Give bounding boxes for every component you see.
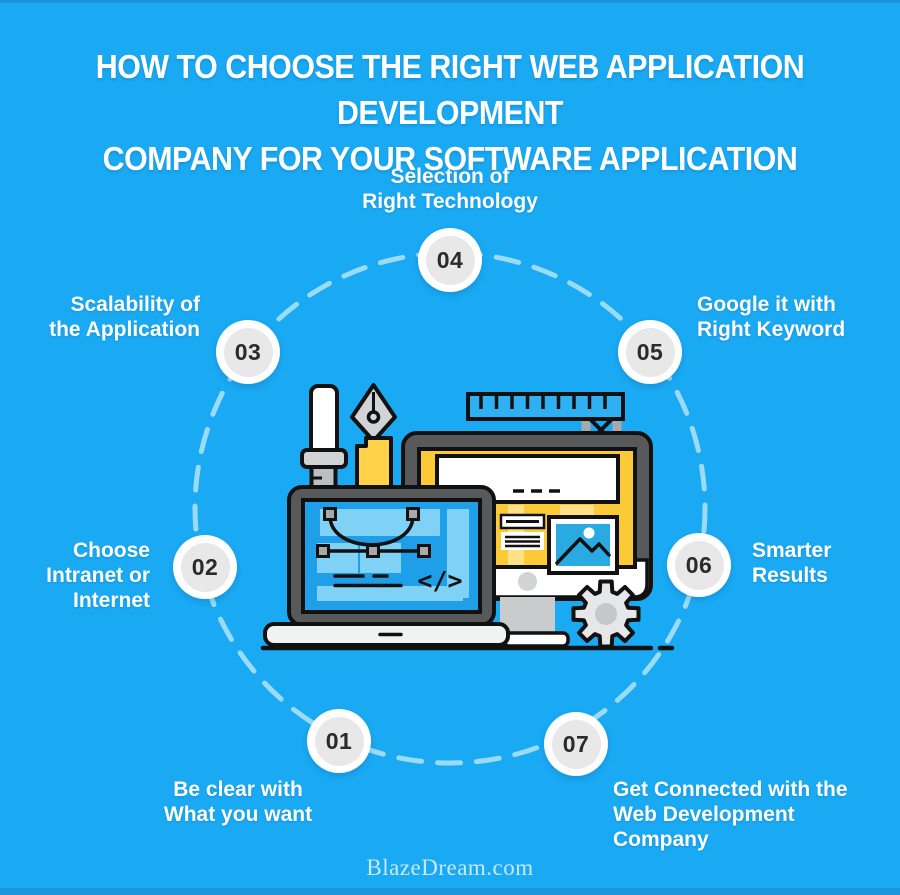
step-02-label: Choose Intranet or Internet: [46, 539, 150, 612]
laptop-icon: </>: [263, 485, 510, 647]
ruler-icon: [466, 392, 625, 443]
pen-tool-icon: [350, 383, 397, 494]
top-edge-strip: [0, 0, 900, 3]
step-01-label: Be clear with What you want: [163, 778, 313, 826]
step-06-number: 06: [674, 540, 724, 590]
step-01-number: 01: [314, 716, 364, 766]
step-03-label: Scalability of the Application: [49, 293, 200, 341]
step-06-circle: 06: [667, 533, 731, 597]
bezier-curve: [316, 507, 431, 558]
step-07-circle: 07: [544, 712, 608, 776]
step-04-label: Selection of Right Technology: [362, 165, 538, 213]
page-title-line2: COMPANY FOR YOUR SOFTWARE APPLICATION: [102, 140, 798, 177]
web-development-illustration: </>: [260, 383, 675, 651]
step-07-label: Get Connected with the Web Development C…: [613, 778, 848, 851]
image-placeholder-icon: [547, 515, 619, 575]
step-03-circle: 03: [216, 320, 280, 384]
gear-icon: [571, 579, 641, 649]
step-02-circle: 02: [173, 535, 237, 599]
screwdriver-icon: [300, 384, 348, 494]
step-05-number: 05: [625, 327, 675, 377]
step-04-circle: 04: [418, 228, 482, 292]
step-07-number: 07: [551, 719, 601, 769]
step-05-circle: 05: [618, 320, 682, 384]
bottom-edge-strip: [0, 888, 900, 895]
step-03-number: 03: [223, 327, 273, 377]
page-title: HOW TO CHOOSE THE RIGHT WEB APPLICATION …: [0, 44, 900, 182]
footer-website: BlazeDream.com: [366, 855, 534, 880]
step-01-circle: 01: [307, 709, 371, 773]
step-05-label: Google it with Right Keyword: [697, 293, 846, 341]
step-06-label: Smarter Results: [752, 539, 832, 587]
step-02-number: 02: [180, 542, 230, 592]
code-symbol: </>: [417, 566, 462, 595]
page-title-line1: HOW TO CHOOSE THE RIGHT WEB APPLICATION …: [95, 48, 805, 131]
step-04-number: 04: [425, 235, 475, 285]
